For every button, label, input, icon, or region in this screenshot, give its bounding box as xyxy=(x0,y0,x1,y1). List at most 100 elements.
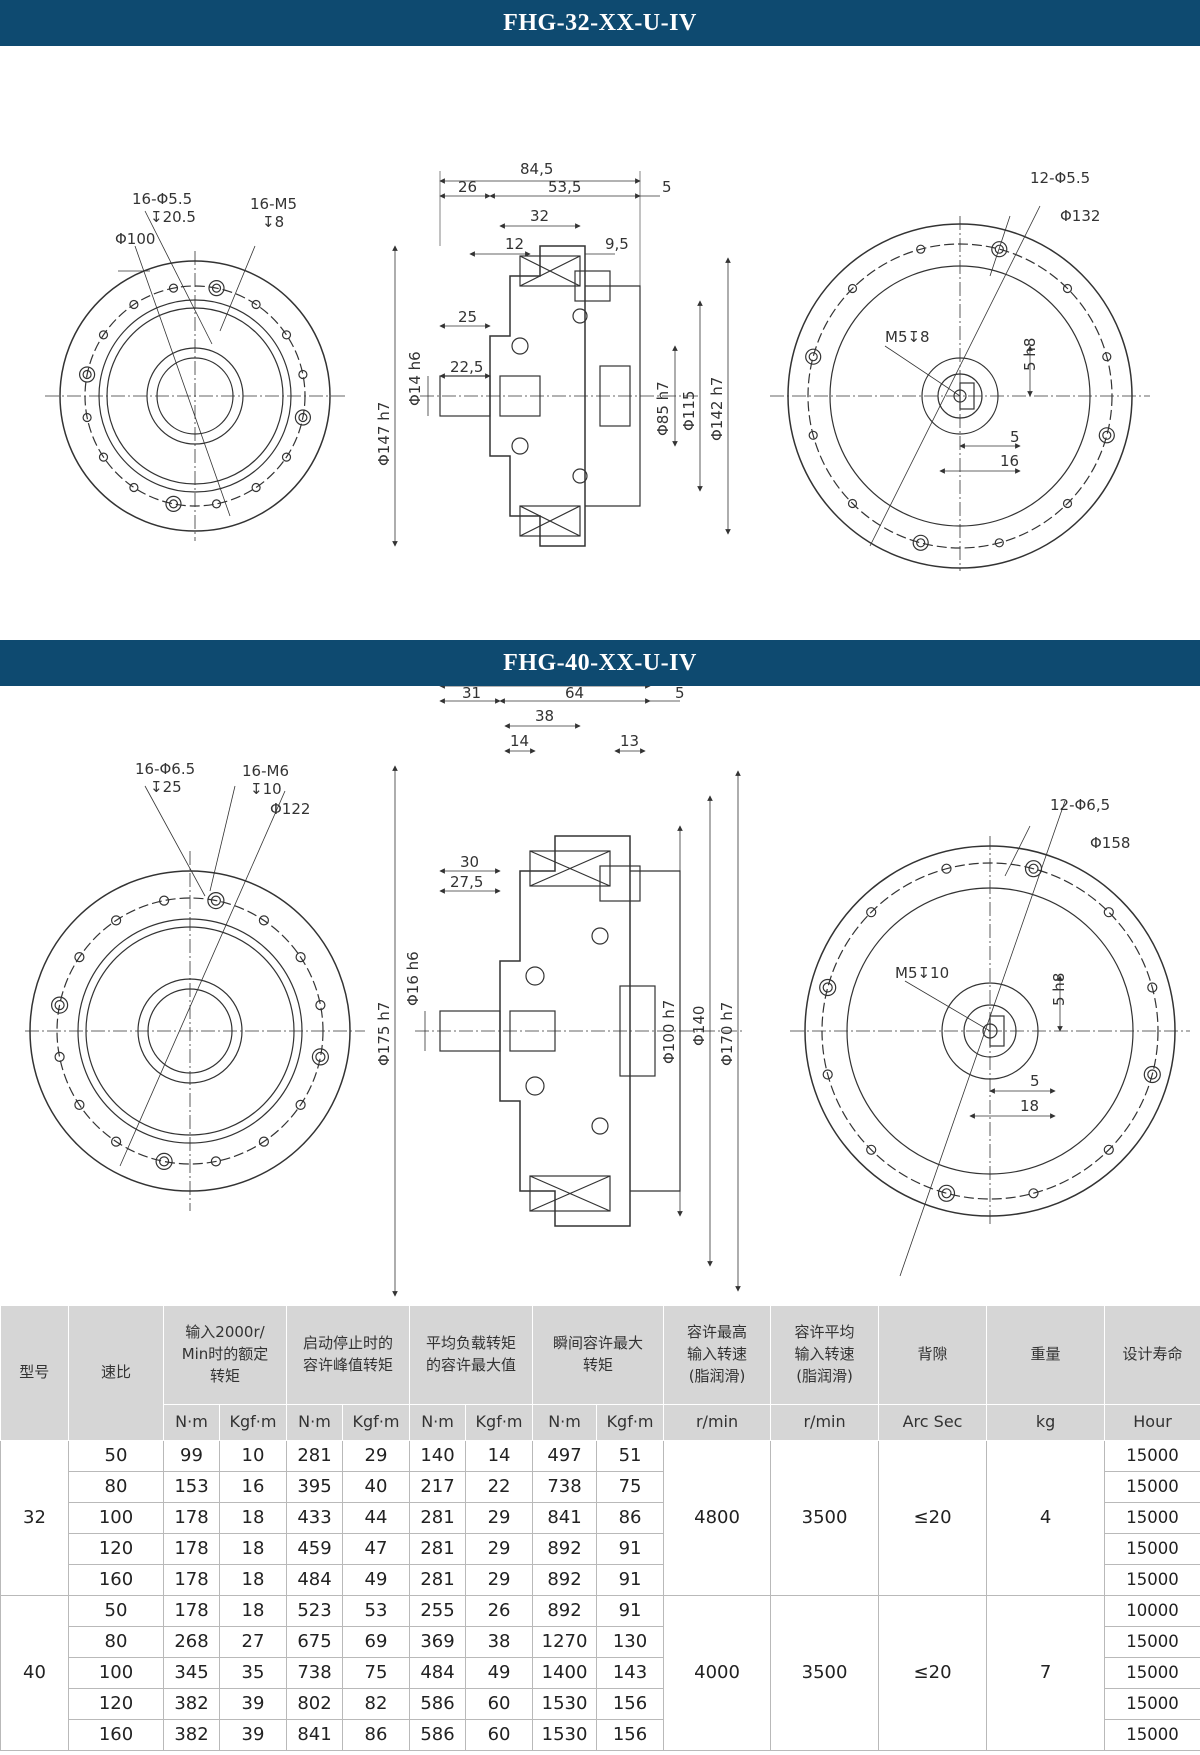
dim-32: 32 xyxy=(530,207,549,225)
side-labels-fhg32: 84,5 26 53,5 5 32 12 9,5 25 22,5 Φ14 h6 … xyxy=(375,160,726,466)
header-life: 设计寿命 xyxy=(1104,1306,1200,1405)
cell-momentary-kgfm: 51 xyxy=(596,1439,665,1472)
bolt-hole xyxy=(98,330,109,340)
header-avg-l1: 平均负载转矩 xyxy=(426,1334,517,1352)
bolt-hole xyxy=(159,1156,170,1167)
bolt-hole xyxy=(847,283,858,294)
bolt-hole xyxy=(994,538,1004,548)
cell-ratio: 100 xyxy=(68,1501,164,1534)
cell-ratio: 50 xyxy=(68,1439,164,1472)
drawing-fhg40: 16-Φ6.5 ↧25 16-M6 ↧10 Φ122 100 31 64 5 3… xyxy=(25,686,1190,1297)
front-holes-label-40: 16-Φ6.5 xyxy=(135,760,195,778)
header-max-input-speed: 容许最高 输入转速 (脂润滑) xyxy=(663,1306,772,1405)
cell-rated-nm: 268 xyxy=(163,1625,220,1658)
spec-table: 型号 速比 输入2000r/ Min时的额定 转矩 启动停止时的 容许峰值转矩 … xyxy=(0,1306,1200,1751)
back-key-h-label-40: 5 h8 xyxy=(1050,973,1068,1006)
header-model: 型号 xyxy=(0,1306,69,1441)
back-labels-fhg32: 12-Φ5.5 Φ132 M5↧8 5 h8 5 16 xyxy=(885,169,1100,470)
header-peak-l2: 容许峰值转矩 xyxy=(303,1355,394,1374)
bolt-hole xyxy=(159,895,170,906)
cell-peak-kgfm: 75 xyxy=(341,1656,411,1689)
cell-weight: 4 xyxy=(986,1439,1106,1596)
front-bolt-holes-fhg32 xyxy=(78,280,311,512)
front-labels-fhg32: 16-Φ5.5 ↧20.5 16-M5 ↧8 Φ100 xyxy=(115,190,297,248)
bolt-hole xyxy=(1028,1188,1039,1199)
front-pcd-label: Φ100 xyxy=(115,230,155,248)
header-peak-torque: 启动停止时的 容许峰值转矩 xyxy=(286,1306,411,1405)
cell-ratio: 160 xyxy=(68,1563,164,1596)
cell-life: 15000 xyxy=(1104,1625,1200,1658)
dim-30: 30 xyxy=(460,853,479,871)
cell-momentary-kgfm: 143 xyxy=(596,1656,665,1689)
cell-rated-kgfm: 39 xyxy=(219,1718,287,1751)
dim-85: Φ85 h7 xyxy=(654,381,672,436)
cell-rated-kgfm: 16 xyxy=(219,1470,287,1503)
bolt-hole-counterbore xyxy=(991,241,1008,258)
drawing-panel-fhg40: 16-Φ6.5 ↧25 16-M6 ↧10 Φ122 100 31 64 5 3… xyxy=(0,686,1200,1306)
cell-rated-kgfm: 18 xyxy=(219,1501,287,1534)
section-title-fhg40: FHG-40-XX-U-IV xyxy=(0,640,1200,686)
cell-backlash: ≤20 xyxy=(878,1594,988,1751)
header-avgin-l2: 输入转速 xyxy=(794,1344,855,1363)
cell-momentary-kgfm: 86 xyxy=(596,1501,665,1534)
cell-ratio: 80 xyxy=(68,1625,164,1658)
bolt-hole xyxy=(1103,1144,1114,1155)
bolt-hole xyxy=(822,1069,833,1080)
cell-avg-nm: 484 xyxy=(409,1656,467,1689)
cell-momentary-kgfm: 91 xyxy=(596,1594,665,1627)
cell-rated-nm: 178 xyxy=(163,1594,220,1627)
header-rated-torque: 输入2000r/ Min时的额定 转矩 xyxy=(163,1306,287,1405)
cell-peak-nm: 433 xyxy=(286,1501,343,1534)
bolt-hole xyxy=(129,299,139,310)
cell-ratio: 120 xyxy=(68,1532,164,1565)
dim-100: Φ100 h7 xyxy=(660,1000,678,1064)
bolt-hole xyxy=(1147,982,1158,993)
cell-life: 15000 xyxy=(1104,1563,1200,1596)
bolt-hole-counterbore xyxy=(1143,1065,1161,1084)
cell-peak-nm: 523 xyxy=(286,1594,343,1627)
header-rated-l3: 转矩 xyxy=(209,1366,240,1385)
back-key-l-label: 16 xyxy=(1000,452,1019,470)
back-bolt-holes-fhg40 xyxy=(819,860,1161,1202)
cell-momentary-nm: 892 xyxy=(532,1532,598,1565)
cell-avg-nm: 140 xyxy=(409,1439,467,1472)
cell-momentary-nm: 497 xyxy=(532,1439,598,1472)
cell-ratio: 120 xyxy=(68,1687,164,1720)
front-pcd-label-40: Φ122 xyxy=(270,800,310,818)
cell-ratio: 100 xyxy=(68,1656,164,1689)
cell-peak-kgfm: 49 xyxy=(341,1563,411,1596)
bolt-hole xyxy=(298,369,308,380)
header-peak-l1: 启动停止时的 xyxy=(303,1334,394,1352)
bolt-hole xyxy=(82,412,92,423)
bolt-hole-counterbore xyxy=(165,495,182,512)
back-holes-label: 12-Φ5.5 xyxy=(1030,169,1090,187)
bolt-hole xyxy=(54,1051,65,1062)
bolt-hole xyxy=(74,952,85,963)
cell-life: 15000 xyxy=(1104,1718,1200,1751)
dim-12: 12 xyxy=(505,235,524,253)
cell-max-input-speed: 4800 xyxy=(663,1439,772,1596)
dim-shaft-40: Φ16 h6 xyxy=(404,951,422,1006)
bolt-hole xyxy=(1062,283,1073,294)
unit-kgfm: Kgf·m xyxy=(465,1404,534,1441)
header-weight: 重量 xyxy=(986,1306,1106,1405)
cell-avg-kgfm: 22 xyxy=(465,1470,534,1503)
bolt-hole xyxy=(941,863,952,874)
cell-momentary-kgfm: 91 xyxy=(596,1563,665,1596)
cell-peak-kgfm: 47 xyxy=(341,1532,411,1565)
front-taps-label: 16-M5 xyxy=(250,195,297,213)
table-unit-row: N·m Kgf·m N·m Kgf·m N·m Kgf·m N·m Kgf·m … xyxy=(1,1404,1200,1441)
unit-kg: kg xyxy=(986,1404,1106,1441)
dim-53-5: 53,5 xyxy=(548,178,581,196)
header-maxin-l3: (脂润滑) xyxy=(688,1366,746,1385)
back-tap-label: M5↧8 xyxy=(885,328,930,346)
cell-peak-kgfm: 53 xyxy=(341,1594,411,1627)
cell-peak-nm: 675 xyxy=(286,1625,343,1658)
bolt-hole xyxy=(258,915,269,926)
dim-26: 26 xyxy=(458,178,477,196)
header-avg-input-speed: 容许平均 输入转速 (脂润滑) xyxy=(770,1306,880,1405)
bolt-hole xyxy=(210,895,221,906)
bolt-hole xyxy=(110,1136,122,1147)
dim-9-5: 9,5 xyxy=(605,235,629,253)
